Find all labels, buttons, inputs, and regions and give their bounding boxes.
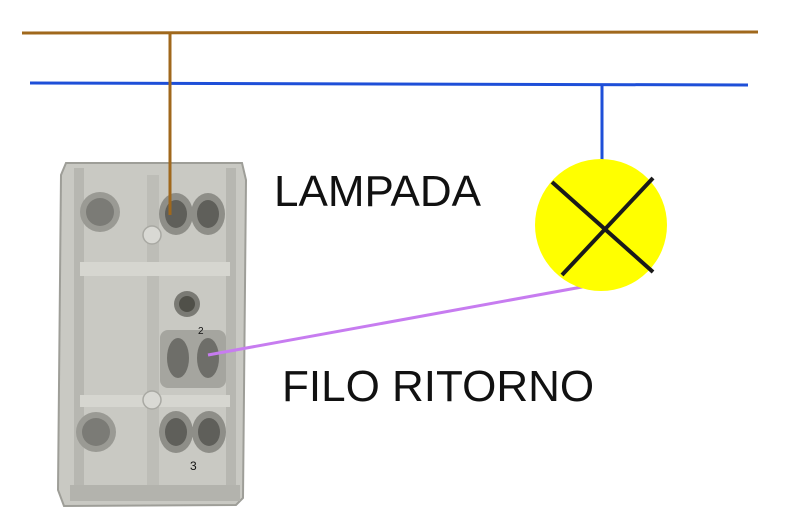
terminal-marking-top: 2 <box>198 326 204 337</box>
return-wire-label: FILO RITORNO <box>282 362 594 411</box>
return-wire <box>207 281 605 357</box>
wall-switch: 2 3 <box>56 162 248 508</box>
lamp-label: LAMPADA <box>274 167 482 216</box>
neutral-wire <box>29 81 749 87</box>
phase-wire <box>21 30 759 35</box>
terminal-marking-bottom: 3 <box>190 459 197 473</box>
lamp-symbol <box>535 159 667 291</box>
